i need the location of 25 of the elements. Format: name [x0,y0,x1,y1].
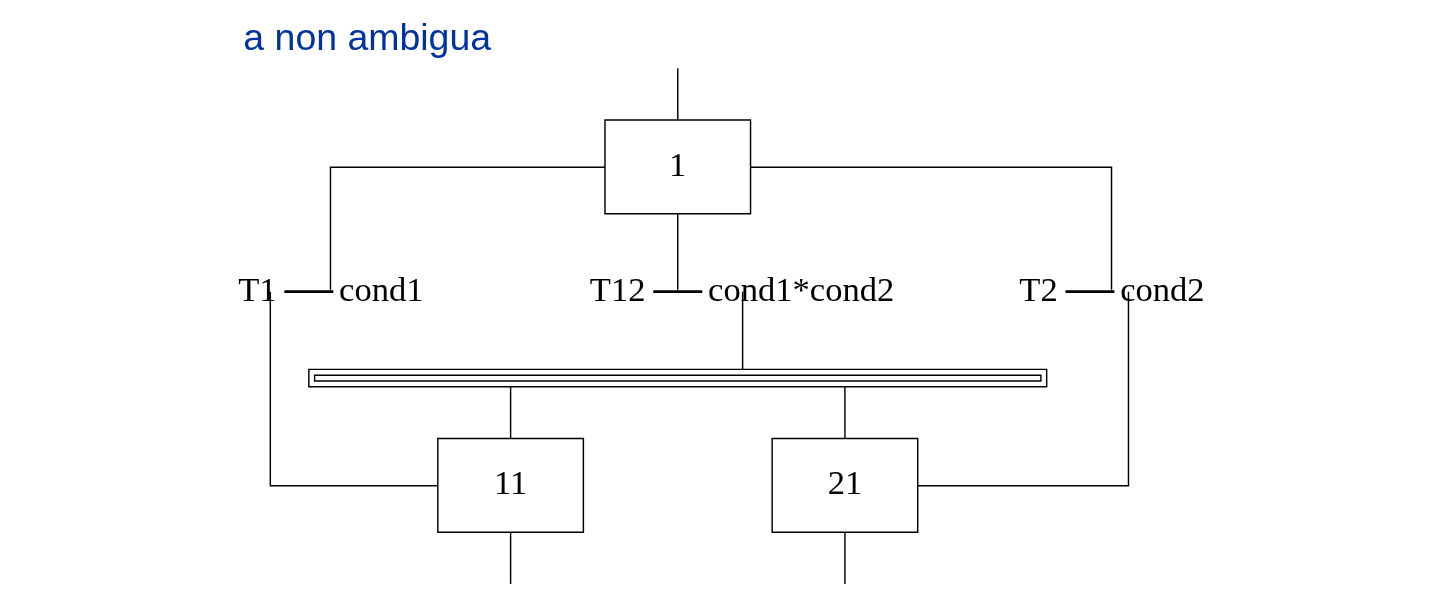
node-label: T12 [589,269,646,308]
connector [676,67,678,121]
connector [843,531,846,585]
node-label: T1 [237,269,277,308]
node-box [1064,290,1114,293]
node-box [283,290,333,293]
node-box [652,290,702,293]
diagram-title: a non ambigua [242,15,491,58]
connector [269,291,438,487]
connector [509,386,511,439]
node-box: 1 [603,119,751,215]
node-box: 11 [436,437,584,533]
connector [741,290,743,370]
node-label: cond1*cond2 [707,269,894,308]
connector [509,531,511,585]
connector [916,291,1129,487]
connector [843,386,846,439]
node-label: cond1 [338,269,424,308]
node-bar [307,368,1047,388]
node-box: 21 [770,437,918,533]
node-label: cond2 [1119,269,1205,308]
connector [329,166,606,291]
node-label: T2 [1018,269,1058,308]
connector [676,213,678,291]
connector [749,166,1112,291]
